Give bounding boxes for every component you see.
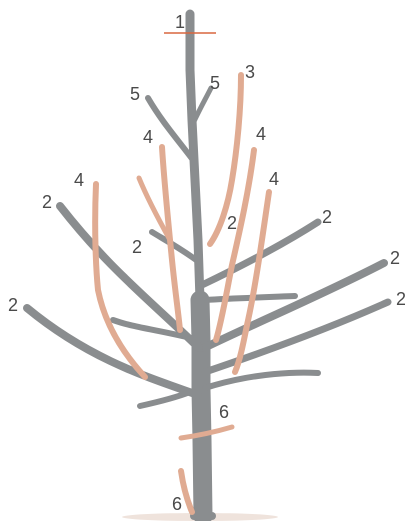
label-inner-right-2: 2: [227, 213, 237, 233]
pruned-shoots: [95, 75, 269, 512]
branch-top-left-5: [148, 98, 193, 160]
label-leader-cut: 1: [175, 12, 185, 32]
label-far-right-4: 4: [269, 169, 279, 189]
label-inner-left-4: 4: [143, 127, 153, 147]
label-left-2: 2: [8, 295, 18, 315]
label-upper-left-2: 2: [42, 192, 52, 212]
trunk: [200, 300, 203, 516]
label-inner-left-2: 2: [132, 237, 142, 257]
label-right-2a: 2: [390, 248, 400, 268]
label-far-left-4: 4: [74, 170, 84, 190]
shoot-far-left-4: [95, 184, 145, 377]
branch-lower-left-stub: [140, 392, 190, 406]
label-top-left-5: 5: [130, 84, 140, 104]
label-right-2b: 2: [396, 289, 405, 309]
label-top-right-5: 5: [210, 73, 220, 93]
label-upper-right-2: 2: [322, 207, 332, 227]
label-right-4: 4: [256, 124, 266, 144]
label-top-right-3: 3: [245, 62, 255, 82]
shoot-base-6: [181, 471, 192, 512]
branch-right-short: [203, 296, 295, 300]
label-trunk-6: 6: [219, 402, 229, 422]
tree-structure: [27, 14, 388, 516]
branch-lower-right: [205, 373, 318, 388]
branch-inner-left: [152, 232, 199, 262]
label-base-6: 6: [172, 494, 182, 514]
